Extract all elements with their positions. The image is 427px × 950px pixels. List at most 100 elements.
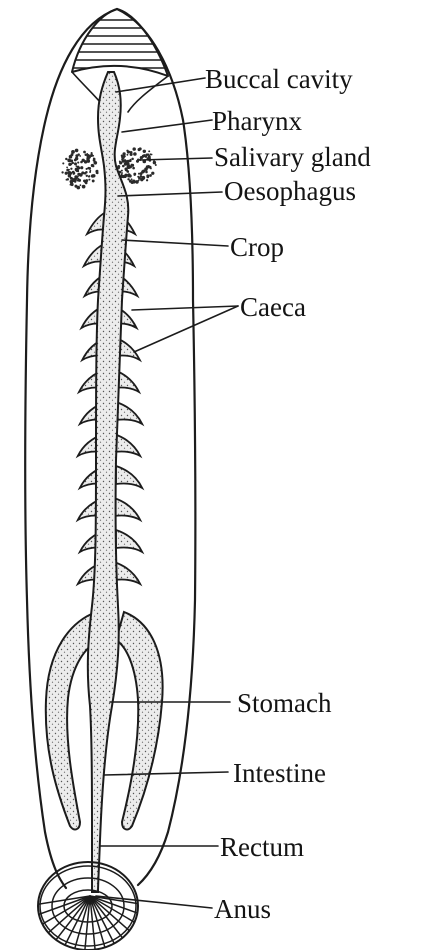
gland-dot bbox=[121, 155, 123, 157]
gland-dot bbox=[70, 159, 73, 162]
gland-dot bbox=[146, 154, 148, 156]
gland-dot bbox=[153, 160, 155, 162]
gland-dot bbox=[72, 178, 74, 180]
caeca-lobe-right bbox=[114, 434, 140, 456]
gland-dot bbox=[138, 180, 140, 182]
leader-anus bbox=[96, 896, 212, 908]
labels: Buccal cavity Pharynx Salivary gland Oes… bbox=[205, 64, 371, 924]
leader-caeca-b bbox=[134, 306, 238, 352]
gland-dot bbox=[91, 152, 93, 154]
label-stomach: Stomach bbox=[237, 688, 332, 718]
gland-dot bbox=[143, 150, 146, 153]
gland-dot bbox=[151, 172, 154, 175]
gland-dot bbox=[137, 159, 140, 162]
gland-dot bbox=[148, 155, 150, 157]
gland-dot bbox=[88, 175, 90, 177]
gland-dot bbox=[80, 161, 83, 164]
caeca-lobe-right bbox=[116, 530, 142, 552]
gland-dot bbox=[67, 178, 69, 180]
gland-dot bbox=[79, 155, 81, 157]
gland-dot bbox=[93, 161, 97, 165]
leader-intestine bbox=[104, 772, 228, 775]
label-salivary-gland: Salivary gland bbox=[214, 142, 371, 172]
gland-dot bbox=[155, 164, 157, 166]
gland-dot bbox=[77, 162, 79, 164]
gland-dot bbox=[87, 153, 89, 155]
gland-dot bbox=[119, 161, 122, 164]
gland-dot bbox=[137, 176, 139, 178]
gland-dot bbox=[71, 183, 74, 186]
gland-dot bbox=[80, 184, 82, 186]
gland-dot bbox=[131, 181, 134, 184]
gland-dot bbox=[93, 157, 95, 159]
gland-dot bbox=[83, 186, 85, 188]
gland-dot bbox=[128, 174, 131, 177]
gland-dot bbox=[70, 163, 72, 165]
gland-dot bbox=[75, 149, 79, 153]
gland-dot bbox=[132, 147, 135, 150]
label-oesophagus: Oesophagus bbox=[224, 176, 356, 206]
label-anus: Anus bbox=[214, 894, 271, 924]
gland-dot bbox=[92, 165, 94, 167]
leader-caeca-a bbox=[132, 306, 238, 310]
gland-dot bbox=[127, 151, 130, 154]
gland-dot bbox=[81, 171, 84, 174]
gland-dot bbox=[66, 167, 68, 169]
gland-dot bbox=[61, 171, 63, 173]
gland-dot bbox=[73, 173, 75, 175]
gland-dot bbox=[125, 163, 127, 165]
gland-dot bbox=[74, 159, 77, 162]
gland-dot bbox=[133, 152, 137, 156]
gland-dot bbox=[146, 179, 148, 181]
gland-dot bbox=[125, 168, 128, 171]
caeca-lobe-right bbox=[114, 498, 140, 520]
gland-dot bbox=[145, 171, 148, 174]
gland-dot bbox=[147, 165, 149, 167]
gland-dot bbox=[131, 158, 134, 161]
gland-dot bbox=[126, 154, 128, 156]
label-buccal-cavity: Buccal cavity bbox=[205, 64, 353, 94]
gland-dot bbox=[92, 179, 95, 182]
gland-dot bbox=[74, 162, 77, 165]
gland-dot bbox=[77, 166, 80, 169]
gland-dot bbox=[66, 169, 69, 172]
gland-dot bbox=[70, 168, 72, 170]
leader-crop bbox=[122, 240, 228, 246]
gland-dot bbox=[89, 171, 91, 173]
gland-dot bbox=[133, 173, 136, 176]
caeca-lobe-right bbox=[116, 466, 142, 488]
gland-dot bbox=[65, 158, 67, 160]
gland-dot bbox=[88, 179, 90, 181]
gland-dot bbox=[121, 172, 123, 174]
gland-dot bbox=[148, 150, 150, 152]
gland-dot bbox=[139, 147, 142, 150]
gland-dot bbox=[74, 175, 78, 179]
leader-oesophagus bbox=[118, 192, 222, 196]
gland-dot bbox=[124, 174, 127, 177]
gland-dot bbox=[91, 174, 95, 178]
leader-buccal bbox=[116, 78, 205, 92]
gland-dot bbox=[122, 165, 125, 168]
gland-dot bbox=[86, 157, 89, 160]
gland-dot bbox=[131, 178, 133, 180]
gland-dot bbox=[77, 186, 81, 190]
label-caeca: Caeca bbox=[240, 292, 306, 322]
gland-dot bbox=[142, 155, 145, 158]
gland-dot bbox=[149, 174, 152, 177]
gland-dot bbox=[77, 173, 80, 176]
gland-dot bbox=[96, 170, 99, 173]
gland-dot bbox=[121, 158, 124, 161]
label-intestine: Intestine bbox=[233, 758, 326, 788]
leader-pharynx bbox=[122, 120, 212, 132]
caeca-lobe-right bbox=[114, 562, 140, 584]
gland-dot bbox=[85, 179, 88, 182]
label-pharynx: Pharynx bbox=[212, 106, 302, 136]
gland-dot bbox=[140, 172, 143, 175]
label-crop: Crop bbox=[230, 232, 284, 262]
gland-dot bbox=[86, 168, 88, 170]
leader-salivary bbox=[140, 158, 212, 160]
gland-dot bbox=[123, 153, 125, 155]
label-rectum: Rectum bbox=[220, 832, 304, 862]
